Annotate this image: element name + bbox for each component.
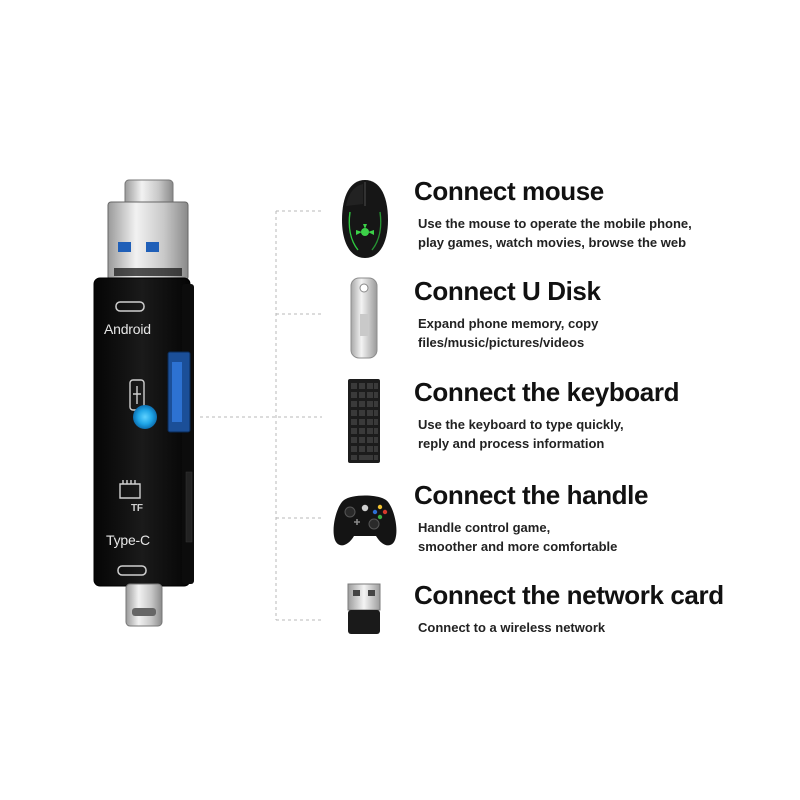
- usb-contact-left: [118, 242, 131, 252]
- item-desc-line: smoother and more comfortable: [418, 539, 618, 554]
- item-title: Connect the keyboard: [414, 377, 680, 407]
- feature-mouse: Connect mouse Use the mouse to operate t…: [330, 176, 790, 266]
- otg-card-reader-drawing: [93, 179, 194, 627]
- item-desc-line: play games, watch movies, browse the web: [418, 235, 687, 250]
- keyboard-icon: [348, 379, 380, 463]
- item-description: Expand phone memory, copy files/music/pi…: [418, 314, 748, 352]
- item-desc-line: Use the keyboard to type quickly,: [418, 417, 624, 432]
- usb-contact-right: [146, 242, 159, 252]
- feature-udisk: Connect U Disk Expand phone memory, copy…: [330, 276, 790, 366]
- item-desc-line: Use the mouse to operate the mobile phon…: [418, 216, 692, 231]
- item-desc-line: files/music/pictures/videos: [418, 335, 585, 350]
- type-c-label: Type-C: [106, 532, 150, 548]
- wifi-dongle-icon: [347, 583, 381, 634]
- gaming-mouse-icon: [342, 180, 388, 258]
- item-description: Use the mouse to operate the mobile phon…: [418, 214, 748, 252]
- item-title: Connect the network card: [414, 580, 724, 610]
- item-description: Handle control game, smoother and more c…: [418, 518, 748, 556]
- usb-flash-drive-icon: [350, 277, 378, 359]
- item-title: Connect the handle: [414, 480, 649, 510]
- item-desc-line: Expand phone memory, copy: [418, 316, 599, 331]
- item-desc-line: reply and process information: [418, 436, 605, 451]
- feature-netcard: Connect the network card Connect to a wi…: [330, 580, 790, 670]
- otg-card-reader: Android TF Type-C: [88, 172, 208, 632]
- type-c-port-icon: [117, 565, 147, 576]
- tf-card-icon: [119, 480, 141, 499]
- item-description: Connect to a wireless network: [418, 618, 748, 637]
- feature-handle: Connect the handle Handle control game, …: [330, 480, 790, 570]
- item-desc-line: Handle control game,: [418, 520, 551, 535]
- item-title: Connect mouse: [414, 176, 604, 206]
- item-desc-line: Connect to a wireless network: [418, 620, 606, 635]
- feature-keyboard: Connect the keyboard Use the keyboard to…: [330, 377, 790, 467]
- tf-label: TF: [131, 503, 143, 514]
- gamepad-icon: [333, 495, 397, 546]
- android-label: Android: [104, 321, 151, 337]
- item-description: Use the keyboard to type quickly, reply …: [418, 415, 748, 453]
- item-title: Connect U Disk: [414, 276, 601, 306]
- connection-highlight-dot: [133, 405, 157, 429]
